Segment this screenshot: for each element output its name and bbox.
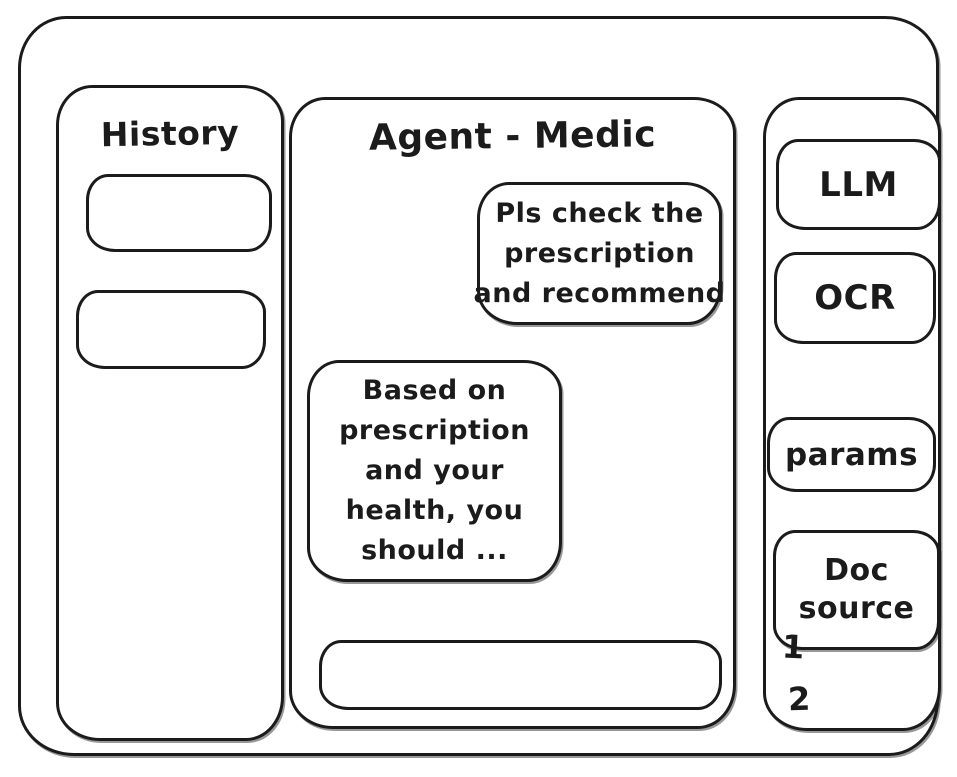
params-button-label: params [784, 436, 919, 473]
ocr-button-label: OCR [814, 278, 896, 318]
assistant-message-line: health, you [345, 495, 524, 526]
history-panel-title: History [100, 112, 240, 155]
chat-message-input[interactable] [319, 640, 722, 710]
assistant-message-line: should ... [361, 535, 508, 566]
tools-panel: LLM OCR params Doc source 1 2 [763, 97, 941, 731]
chat-panel: Agent - Medic Pls check the prescription… [289, 97, 736, 729]
assistant-message-line: prescription [339, 415, 530, 446]
user-message-line: and recommend [473, 277, 726, 309]
doc-source-button-label-line: source [798, 591, 915, 626]
user-message-bubble: Pls check the prescription and recommend [474, 182, 725, 325]
history-panel: History [56, 85, 284, 741]
history-item[interactable] [86, 174, 272, 252]
assistant-message-bubble: Based on prescription and your health, y… [307, 360, 562, 582]
user-message-line: prescription [504, 237, 695, 269]
assistant-message-line: and your [365, 455, 504, 486]
params-button[interactable]: params [767, 417, 936, 492]
doc-source-item-1[interactable]: 1 [781, 627, 806, 667]
ocr-button[interactable]: OCR [774, 252, 936, 344]
app-window-frame: History Agent - Medic Pls check the pres… [18, 16, 941, 756]
llm-button[interactable]: LLM [776, 139, 941, 230]
user-message-line: Pls check the [495, 197, 704, 229]
history-item[interactable] [76, 290, 266, 369]
doc-source-button-label-line: Doc [824, 553, 889, 588]
doc-source-button[interactable]: Doc source [773, 530, 940, 650]
llm-button-label: LLM [819, 164, 898, 205]
doc-source-item-2[interactable]: 2 [787, 679, 812, 719]
assistant-message-line: Based on [362, 375, 507, 406]
page-title: Agent - Medic [368, 114, 657, 159]
